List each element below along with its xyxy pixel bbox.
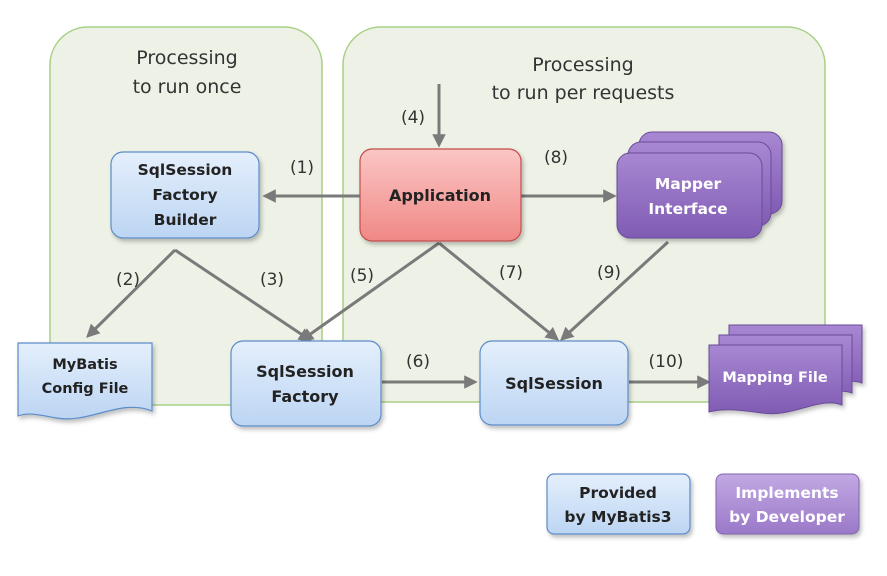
legend-implements-box: [715, 473, 860, 535]
factory-label-line1: SqlSession: [256, 362, 354, 381]
step-label-2: (2): [116, 270, 140, 290]
region-per-request-title-line1: Processing: [532, 54, 633, 76]
arrow-3-builder-to-factory: [174, 248, 313, 342]
step-label-3: (3): [260, 270, 284, 290]
step-label-4: (4): [401, 108, 425, 128]
builder-label-line1: SqlSession: [138, 161, 233, 179]
legend-provided-box: [546, 473, 691, 535]
region-per-request-title-line2: to run per requests: [492, 82, 675, 104]
step-label-8: (8): [544, 148, 568, 168]
factory-label-line2: Factory: [271, 387, 339, 406]
mapper-label-line2: Interface: [648, 200, 727, 218]
legend-implements-line1: Implements: [735, 484, 838, 502]
step-label-9: (9): [597, 263, 621, 283]
step-label-5: (5): [350, 266, 374, 286]
mapping-file-node: [708, 324, 863, 415]
mybatis-config-file-node: [17, 342, 153, 420]
session-label: SqlSession: [505, 374, 603, 393]
mapping-file-label: Mapping File: [722, 370, 828, 386]
legend-provided-line2: by MyBatis3: [564, 508, 671, 526]
application-label: Application: [389, 186, 491, 205]
region-run-once-title-line1: Processing: [136, 47, 237, 69]
region-run-once-title-line2: to run once: [133, 76, 242, 98]
builder-label-line3: Builder: [154, 211, 217, 229]
legend-provided-line1: Provided: [579, 484, 657, 502]
arrow-7-application-to-session: [438, 241, 560, 341]
sqlsession-factory-builder-node: [110, 151, 260, 239]
step-label-6: (6): [406, 352, 430, 372]
arrow-5-application-to-factory: [299, 241, 440, 342]
sqlsession-factory-node: [230, 340, 382, 427]
legend-implements-line2: by Developer: [729, 508, 845, 526]
sqlsession-node: [479, 340, 629, 426]
builder-label-line2: Factory: [152, 186, 217, 204]
mapper-label-line1: Mapper: [655, 175, 722, 193]
step-label-10: (10): [649, 352, 684, 372]
mapper-interface-node: [616, 131, 783, 239]
step-label-1: (1): [290, 158, 314, 178]
step-label-7: (7): [499, 263, 523, 283]
config-label-line2: Config File: [42, 381, 129, 397]
arrow-9-mapper-to-session: [560, 240, 670, 341]
arrow-2-builder-to-config: [86, 248, 177, 338]
config-label-line1: MyBatis: [52, 357, 117, 373]
application-node: [359, 148, 522, 242]
